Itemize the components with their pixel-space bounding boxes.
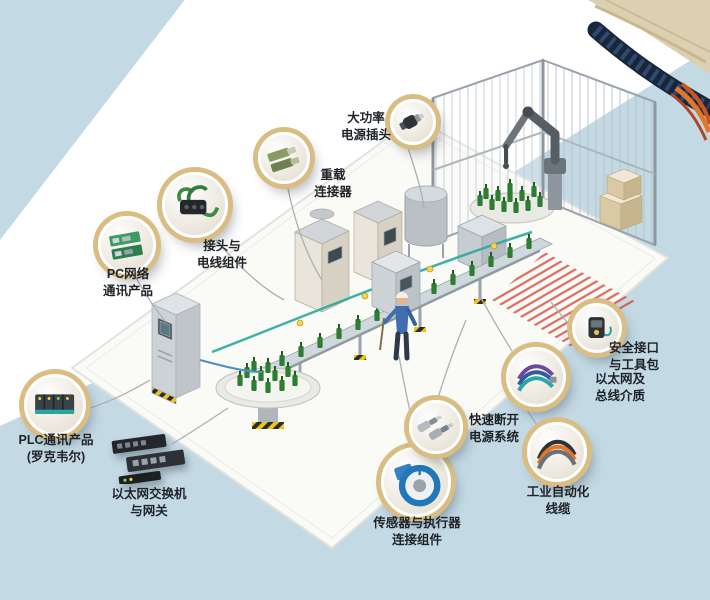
bus-media-label: 以太网及 总线介质 — [594, 372, 645, 403]
leader-cordset — [215, 239, 285, 301]
automation-cable-label: 工业自动化 线缆 — [526, 485, 590, 516]
worker — [379, 292, 417, 361]
decor-cardboard-band — [588, 0, 710, 74]
safety-interface-icon — [588, 316, 612, 338]
leader-quick-disconnect — [437, 319, 467, 399]
plc-comm-label: PLC通讯产品 (罗克韦尔) — [18, 433, 94, 464]
leader-bus-media — [480, 297, 513, 352]
robot-arm — [502, 106, 566, 210]
quick-disconnect-label: 快速断开 电源系统 — [468, 413, 519, 444]
ethernet-switch-icon — [111, 433, 186, 484]
process-tank — [404, 185, 448, 258]
power-plug-badge[interactable] — [390, 99, 436, 145]
bottling-turntable — [215, 357, 321, 429]
pallet-boxes — [599, 168, 643, 231]
pc-network-label: PC网络 通讯产品 — [102, 267, 153, 298]
leader-power-plug — [406, 144, 425, 209]
sensor-actuator-badge[interactable] — [381, 447, 451, 517]
leader-pc-network — [133, 273, 167, 323]
cordset-icon — [176, 184, 219, 217]
bus-media-icon — [517, 364, 557, 392]
power-plug-icon — [399, 113, 425, 131]
filling-machine-left — [294, 208, 350, 313]
heavy-connector-label: 重载 连接器 — [314, 168, 352, 199]
heavy-connector-icon — [267, 146, 300, 172]
cordset-label: 接头与 电线组件 — [196, 239, 247, 270]
quick-disconnect-icon — [417, 414, 454, 440]
plc-comm-badge[interactable] — [24, 374, 86, 436]
power-plug-label: 大功率 电源插头 — [340, 111, 391, 142]
plc-module-icon — [35, 394, 75, 415]
leader-heavy-connector — [286, 183, 323, 281]
sensor-actuator-label: 传感器与执行器 连接组件 — [373, 516, 461, 547]
bus-media-badge[interactable] — [506, 347, 566, 407]
network-card-icon — [109, 231, 144, 260]
sensor-icon — [394, 463, 441, 507]
automation-cable-icon — [537, 440, 577, 470]
leader-ethernet-switch — [171, 407, 229, 445]
control-cabinet — [151, 292, 263, 405]
corrugated-conduit — [587, 21, 710, 117]
cordset-badge[interactable] — [162, 172, 228, 238]
ethernet-switch-label: 以太网交换机 与网关 — [111, 487, 187, 518]
leader-plc-comm — [86, 379, 151, 410]
heavy-connector-badge[interactable] — [258, 132, 310, 184]
safety-interface-label: 安全接口 与工具包 — [608, 341, 659, 372]
decor-orange-cables — [670, 82, 710, 141]
safety-interface-badge[interactable] — [572, 303, 622, 353]
ethernet-switch-badge[interactable] — [106, 430, 194, 484]
quick-disconnect-badge[interactable] — [409, 400, 463, 454]
automation-cable-badge[interactable] — [527, 422, 587, 482]
pc-network-badge[interactable] — [98, 216, 156, 274]
